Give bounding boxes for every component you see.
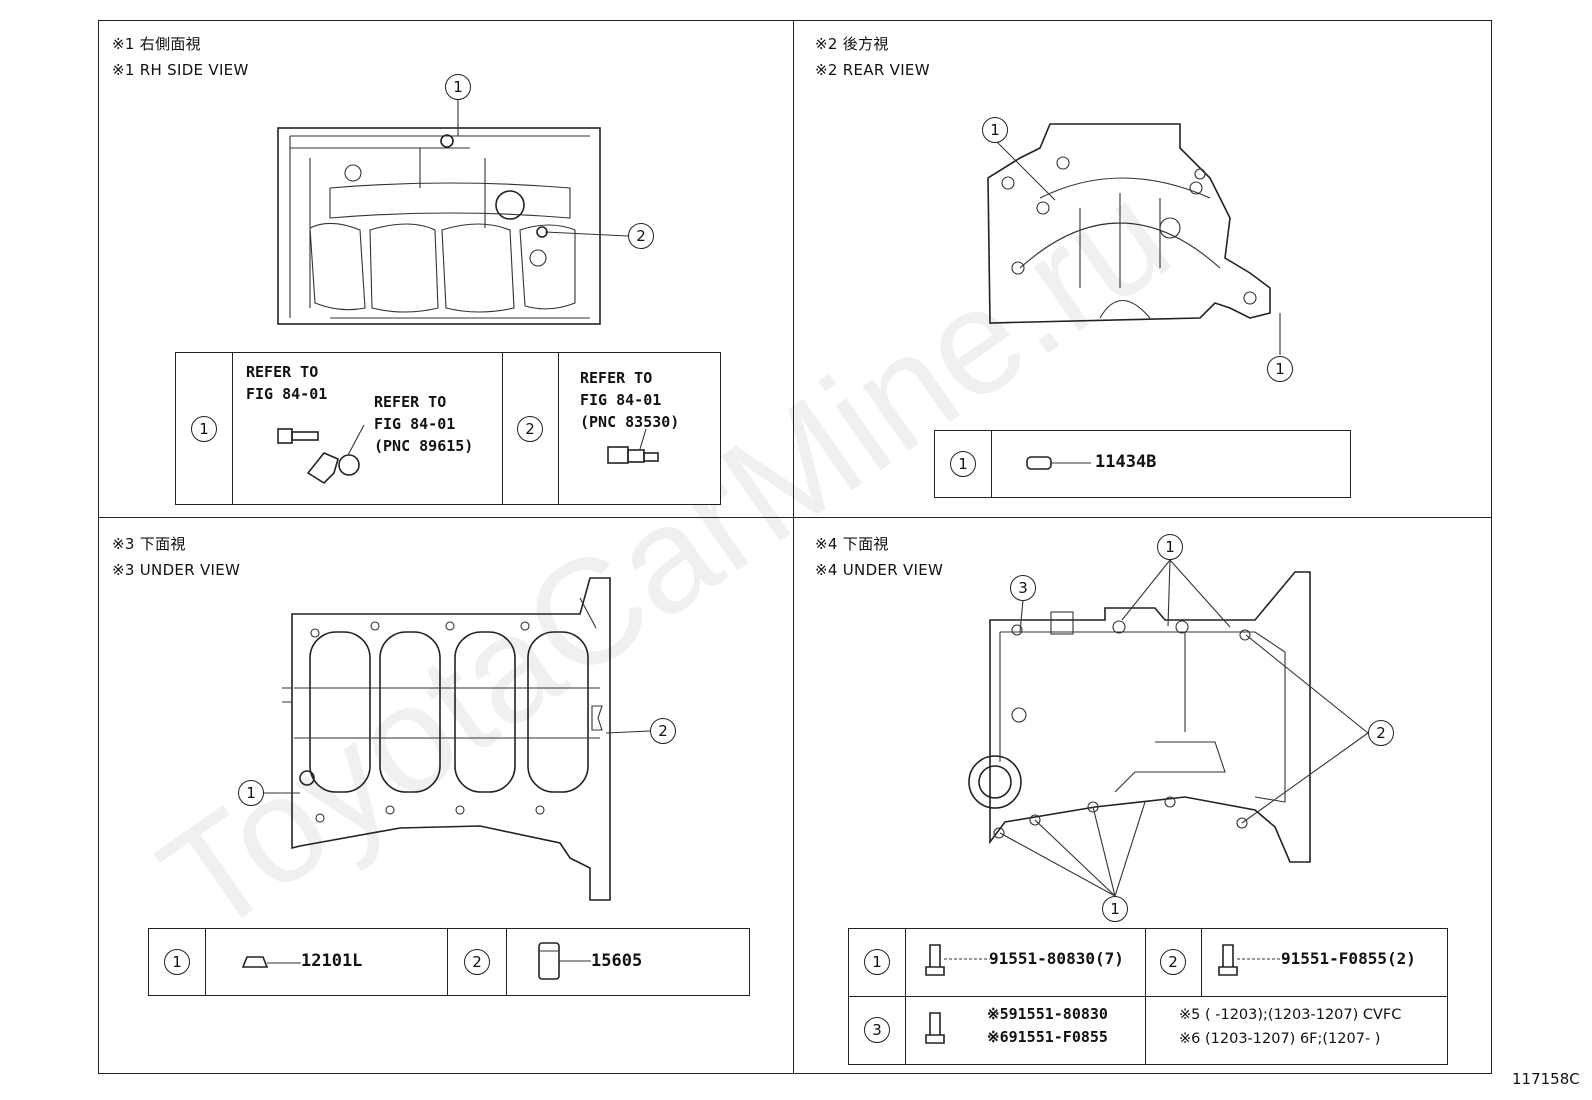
bolt-icon [1218, 944, 1283, 976]
engine-block-rh-side-drawing [277, 127, 601, 325]
panel2-leader-lines [994, 139, 1281, 355]
table-num-2: 2 [517, 416, 543, 442]
bolt-icon [925, 944, 990, 976]
part-number-91551-80830: 91551-80830(7) [989, 949, 1124, 968]
panel3-caption-en: ※3 UNDER VIEW [112, 561, 241, 579]
figure-id: 117158C [1512, 1070, 1580, 1088]
callout-1-bottom: 1 [1267, 356, 1293, 382]
callout-3: 3 [1010, 575, 1036, 601]
panel4-caption-en: ※4 UNDER VIEW [815, 561, 944, 579]
divider-vertical [793, 20, 794, 1074]
bolt-icon [925, 1012, 945, 1044]
panel2-caption-jp: ※2 後方視 [815, 35, 889, 53]
pin-icon [1026, 456, 1091, 470]
part-number-11434b: 11434B [1095, 452, 1157, 472]
callout-1-top: 1 [1157, 534, 1183, 560]
table-num-1: 1 [164, 949, 190, 975]
nut-icon [241, 956, 301, 968]
callout-1: 1 [238, 780, 264, 806]
callout-2: 2 [1368, 720, 1394, 746]
panel3-caption-jp: ※3 下面視 [112, 535, 186, 553]
part-number-91551-80830-variant: ※591551-80830 [987, 1005, 1108, 1023]
panel1-caption-en: ※1 RH SIDE VIEW [112, 61, 249, 79]
table-num-2: 2 [1160, 949, 1186, 975]
part-number-15605: 15605 [591, 951, 643, 971]
bolt-icon [277, 428, 319, 444]
note-6: ※6 (1203-1207) 6F;(1207- ) [1179, 1031, 1381, 1047]
refer-fig-pnc-83530: REFER TO FIG 84-01 (PNC 83530) [580, 369, 680, 431]
panel4-caption-jp: ※4 下面視 [815, 535, 889, 553]
diagram-frame [98, 20, 1492, 1074]
refer-fig-knock-sensor: REFER TO FIG 84-01 [246, 363, 328, 403]
callout-1-top: 1 [982, 117, 1008, 143]
part-number-12101l: 12101L [301, 951, 363, 971]
table-num-1: 1 [864, 949, 890, 975]
panel1-parts-table: 1 REFER TO FIG 84-01 REFER TO FIG 84-01 … [175, 352, 721, 505]
table-num-1: 1 [950, 451, 976, 477]
note-5: ※5 ( -1203);(1203-1207) CVFC [1179, 1007, 1402, 1023]
table-num-3: 3 [864, 1017, 890, 1043]
callout-2: 2 [628, 223, 654, 249]
panel2-caption-en: ※2 REAR VIEW [815, 61, 930, 79]
callout-1-bottom: 1 [1102, 896, 1128, 922]
dowel-pin-icon [538, 942, 591, 980]
engine-block-under-view-drawing [282, 577, 611, 901]
part-number-91551-f0855-variant: ※691551-F0855 [987, 1028, 1108, 1046]
callout-1: 1 [445, 74, 471, 100]
panel3-leader-lines [262, 730, 651, 794]
part-number-91551-f0855: 91551-F0855(2) [1281, 949, 1416, 968]
table-num-1: 1 [191, 416, 217, 442]
engine-block-rear-drawing [987, 123, 1271, 324]
oil-pressure-switch-icon [607, 428, 659, 464]
oil-pan-under-view-drawing [968, 571, 1311, 863]
divider-horizontal [98, 517, 1492, 518]
callout-2: 2 [650, 718, 676, 744]
panel3-parts-table: 1 12101L 2 15605 [148, 928, 750, 996]
knock-sensor-icon [306, 424, 365, 485]
panel2-parts-table: 1 11434B [934, 430, 1351, 498]
panel1-caption-jp: ※1 右側面視 [112, 35, 201, 53]
panel1-leader-lines [457, 98, 629, 237]
refer-fig-pnc-89615: REFER TO FIG 84-01 (PNC 89615) [374, 393, 474, 455]
panel4-parts-table: 1 91551-80830(7) 2 91551-F0855(2) 3 ※591… [848, 928, 1448, 1065]
table-num-2: 2 [464, 949, 490, 975]
